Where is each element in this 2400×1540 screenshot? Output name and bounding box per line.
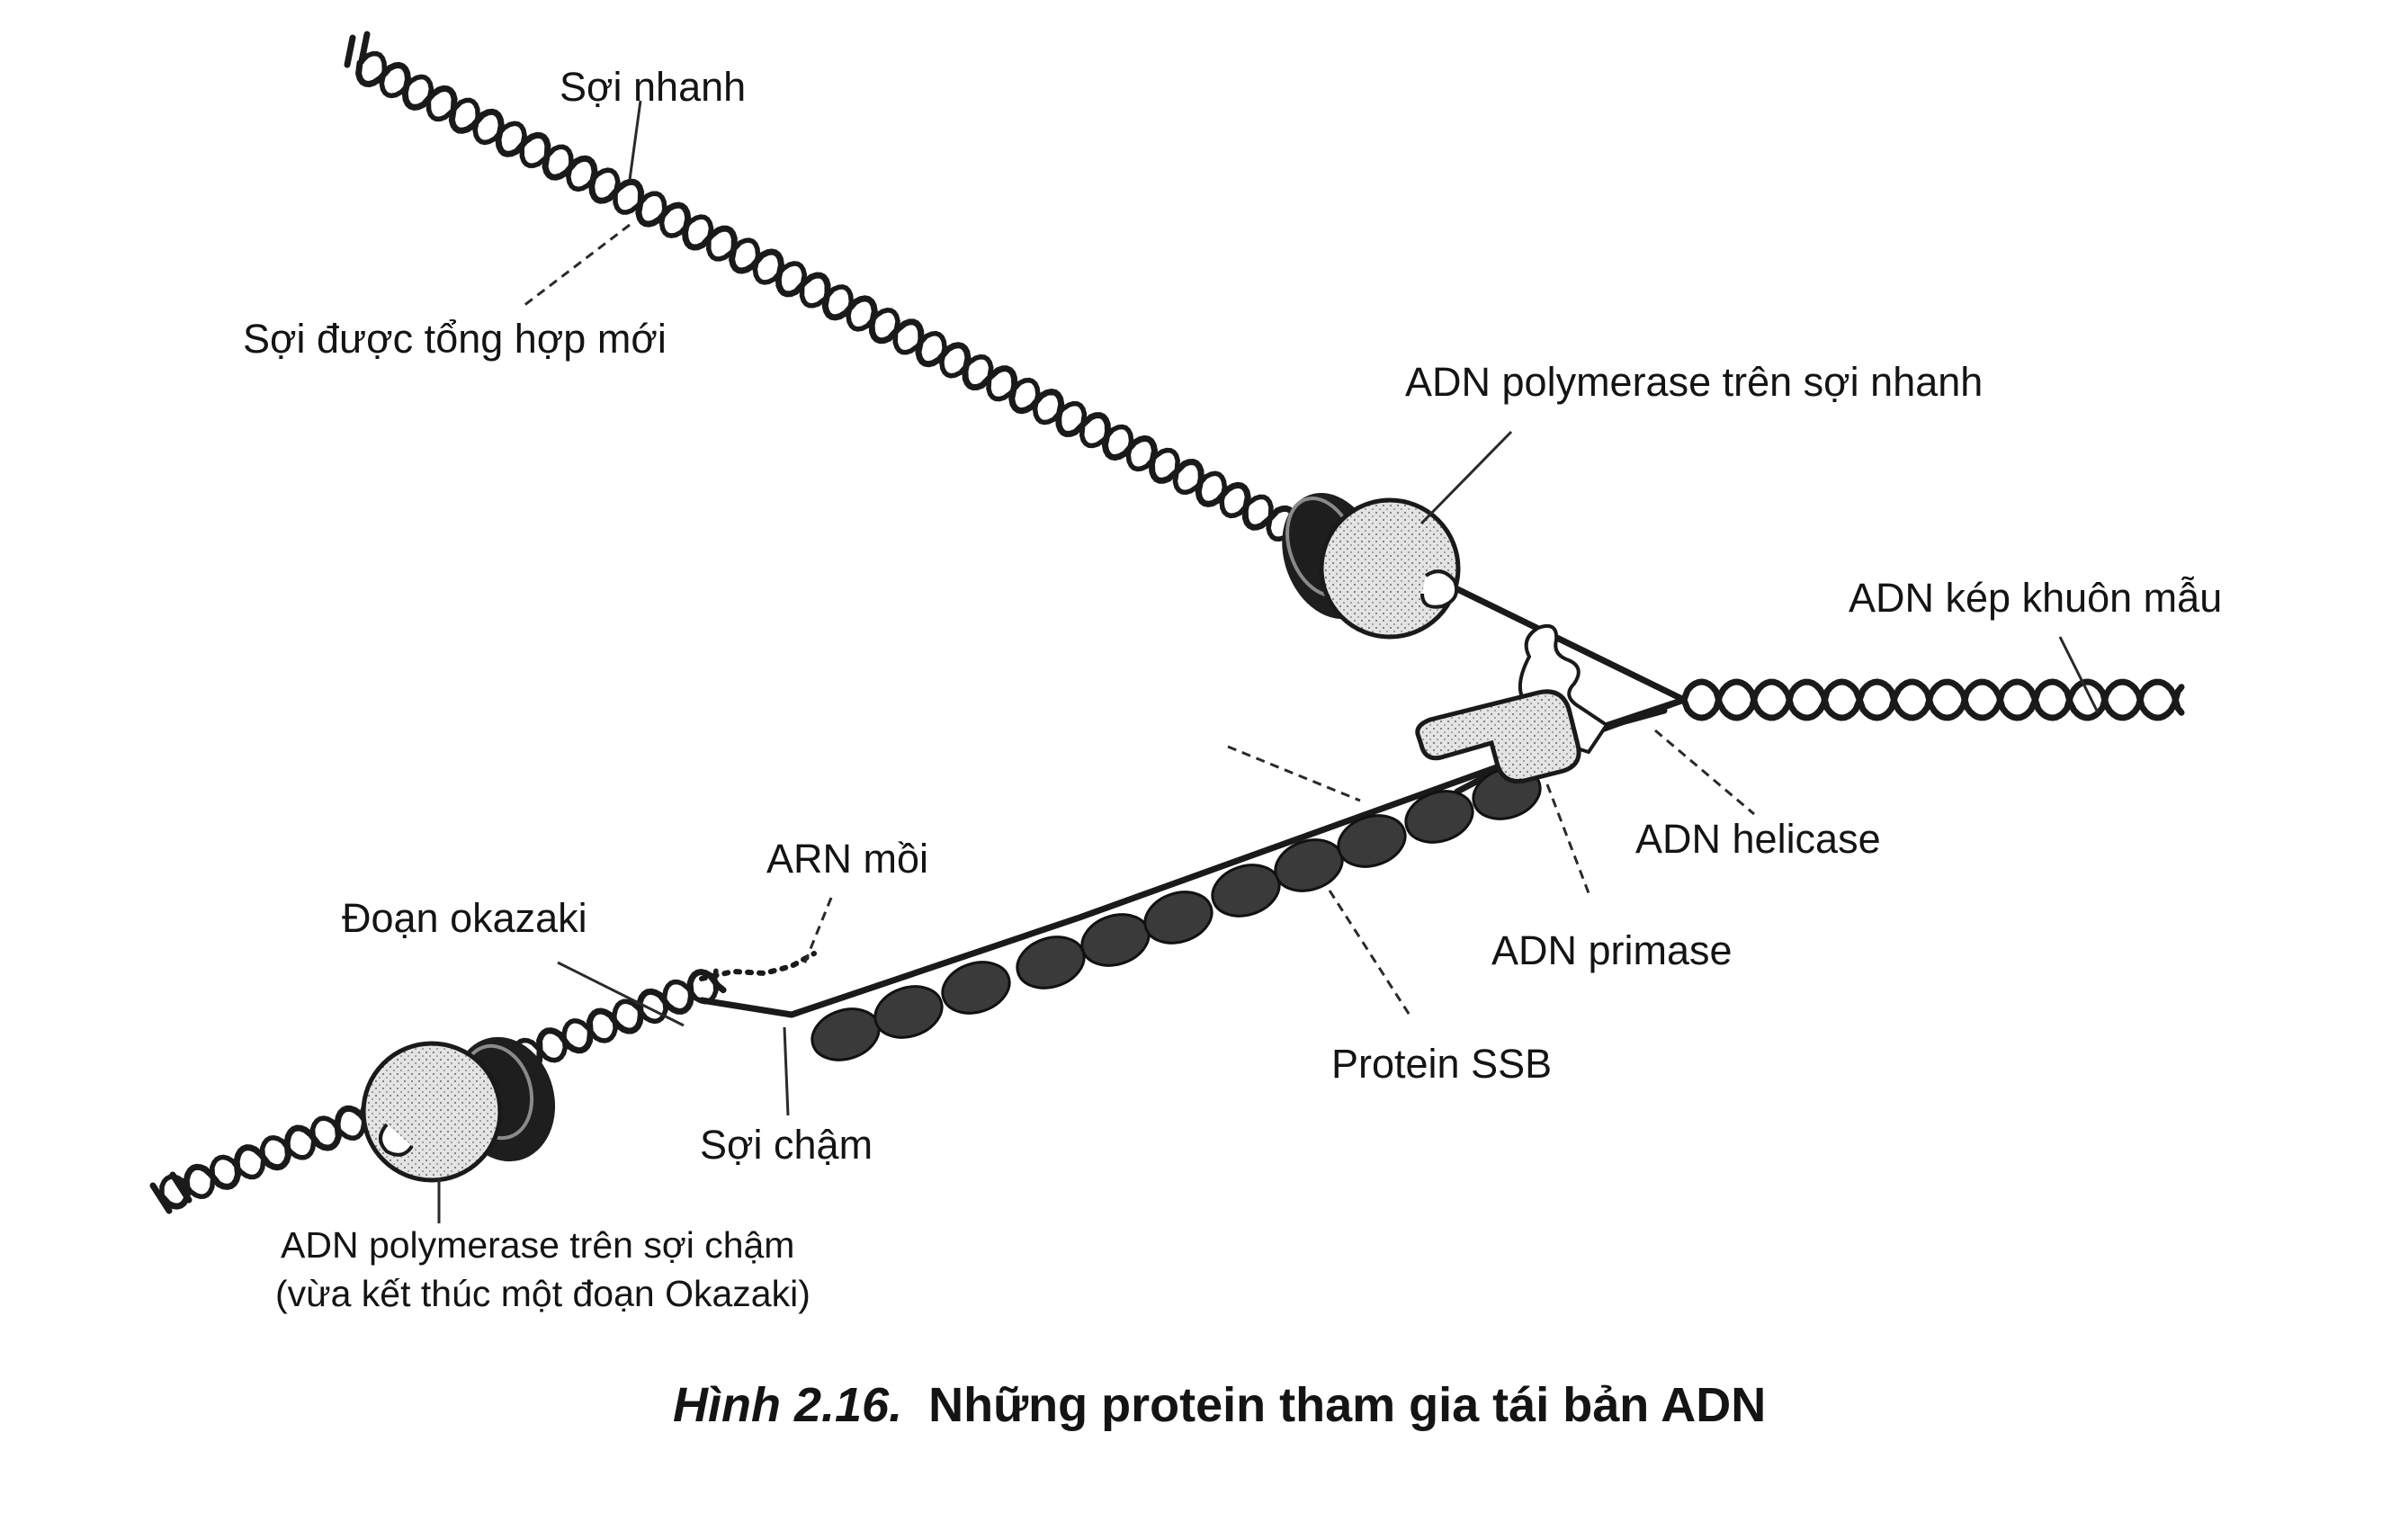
label-doan-okazaki: Đoạn okazaki [342, 895, 587, 941]
label-adn-helicase: ADN helicase [1635, 816, 1881, 862]
label-adn-primase: ADN primase [1491, 927, 1733, 973]
label-adn-kep-khuon-mau: ADN kép khuôn mẫu [1849, 575, 2222, 621]
leading-polymerase [1282, 493, 1461, 640]
leading-strand-helix [344, 31, 1302, 542]
label-soi-cham: Sợi chậm [700, 1122, 873, 1168]
figure-caption: Hình 2.16. Những protein tham gia tái bả… [673, 1378, 1766, 1432]
label-polymerase-soi-cham: ADN polymerase trên sợi chậm [281, 1224, 794, 1266]
helicase-primase-complex [1415, 623, 1609, 784]
caption-text: Những protein tham gia tái bản ADN [928, 1378, 1766, 1432]
label-soi-tong-hop-moi: Sợi được tổng hợp mới [243, 316, 667, 362]
label-polymerase-soi-nhanh: ADN polymerase trên sợi nhanh [1405, 359, 1983, 405]
template-dna-helix [1680, 678, 2185, 721]
rna-primer-dots [699, 951, 817, 981]
leader-lines [437, 100, 2100, 1223]
label-soi-nhanh: Sợi nhanh [560, 64, 746, 110]
caption-prefix: Hình 2.16. [673, 1378, 902, 1432]
lagging-polymerase [361, 1036, 556, 1183]
label-protein-ssb: Protein SSB [1331, 1041, 1552, 1087]
label-polymerase-soi-cham-note: (vừa kết thúc một đoạn Okazaki) [275, 1273, 810, 1314]
ssb-proteins [810, 766, 1542, 1061]
label-arn-moi: ARN mồi [766, 836, 928, 882]
